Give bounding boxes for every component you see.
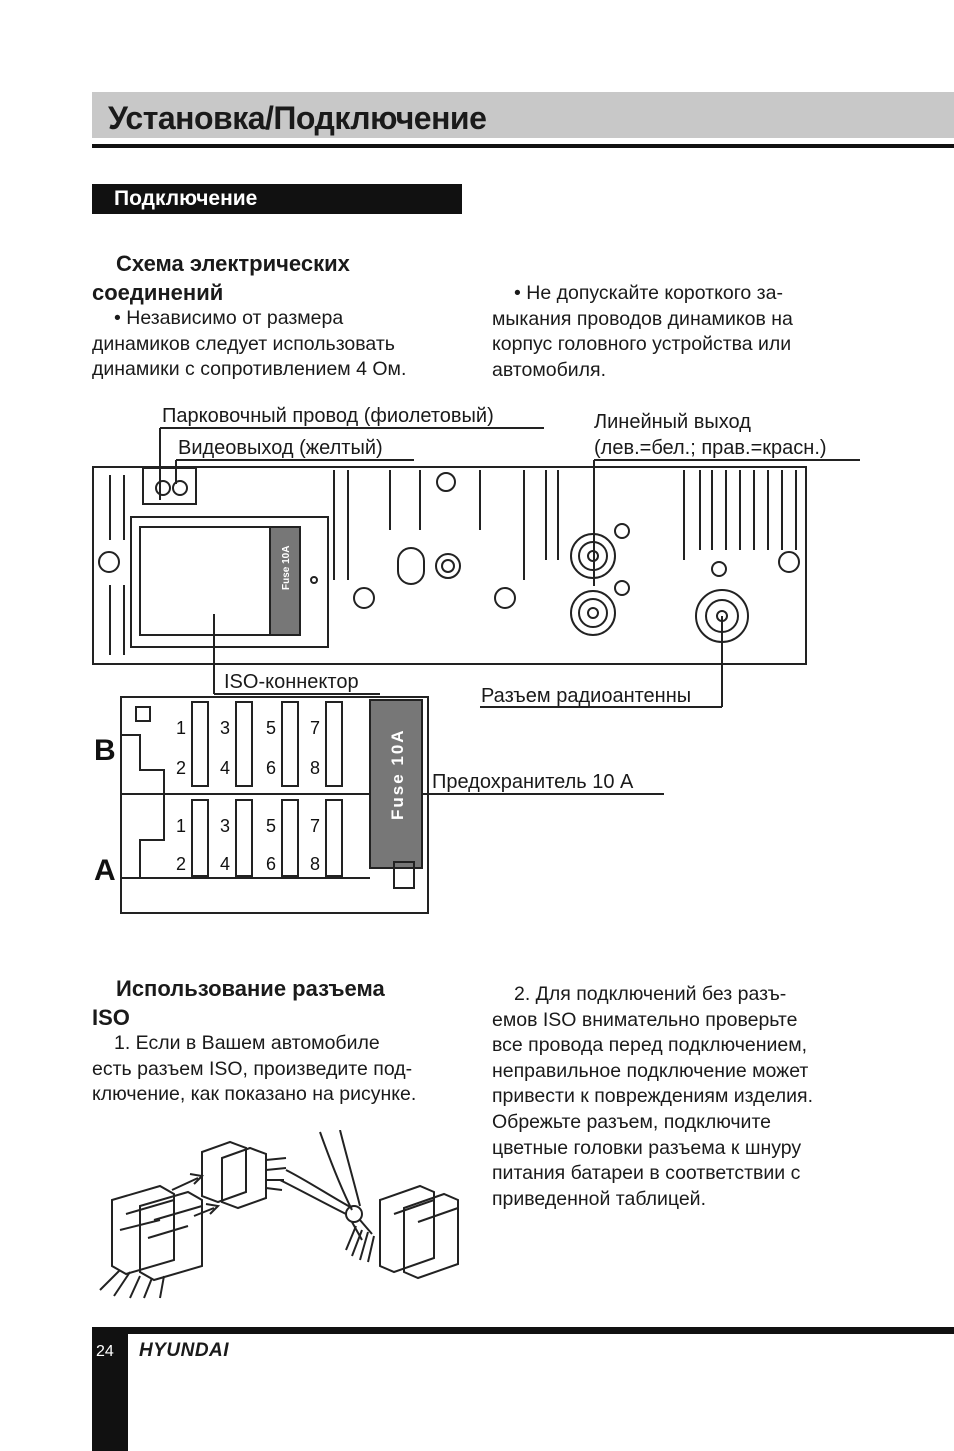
page-title: Установка/Подключение — [108, 100, 487, 136]
text-line: • Не допускайте короткого за- — [514, 282, 783, 304]
text-line: цветные головки разъема к шнуру — [492, 1136, 802, 1159]
footer-side-bar — [92, 1327, 128, 1451]
video-out-label: Видеовыход (желтый) — [178, 437, 383, 459]
text-line: все провода перед подключением, — [492, 1034, 808, 1057]
text-line: привести к повреждениям изделия. — [492, 1085, 813, 1108]
wiring-heading-line2: соединений — [92, 280, 224, 305]
page-number: 24 — [96, 1343, 114, 1360]
pin-b3: 3 — [220, 718, 230, 738]
pin-b4: 4 — [220, 758, 230, 778]
pin-b7: 7 — [310, 718, 320, 738]
antenna-label: Разъем радиоантенны — [481, 685, 692, 707]
wiring-diagram: Fuse 10A Fuse 10A B A 1 3 5 7 2 4 6 8 1 … — [92, 427, 860, 914]
text-line: есть разъем ISO, произведите под- — [92, 1057, 413, 1080]
header-rule — [92, 144, 954, 148]
text-line: емов ISO внимательно проверьте — [492, 1008, 798, 1031]
block-b-label: B — [94, 734, 116, 767]
iso-connector-label: ISO-коннектор — [224, 671, 359, 693]
wiring-right-paragraph: • Не допускайте короткого за- мыкания пр… — [492, 281, 892, 383]
pin-a2: 2 — [176, 854, 186, 874]
pin-b5: 5 — [266, 718, 276, 738]
text-line: динамики с сопротивлением 4 Ом. — [92, 358, 407, 381]
pin-b1: 1 — [176, 718, 186, 738]
line-out-label: Линейный выход — [594, 411, 751, 433]
wiring-heading-line1: Схема электрических — [116, 251, 350, 276]
pin-a6: 6 — [266, 854, 276, 874]
pin-b2: 2 — [176, 758, 186, 778]
fuse-text: Fuse 10A — [388, 728, 407, 820]
text-line: • Независимо от размера — [114, 307, 344, 329]
brand-logo: HYUNDAI — [139, 1340, 230, 1361]
pin-b8: 8 — [310, 758, 320, 778]
text-line: приведенной таблицей. — [492, 1187, 706, 1210]
text-line: ключение, как показано на рисунке. — [92, 1083, 417, 1106]
block-a-label: A — [94, 854, 116, 887]
iso-connection-illustration — [99, 1130, 459, 1299]
iso-right-paragraph: 2. Для подключений без разъ- емов ISO вн… — [492, 982, 892, 1212]
text-line: питания батареи в соответствии с — [492, 1162, 801, 1185]
pin-a1: 1 — [176, 816, 186, 836]
pin-b6: 6 — [266, 758, 276, 778]
text-line: 1. Если в Вашем автомобиле — [114, 1032, 380, 1054]
line-out-colors-label: (лев.=бел.; прав.=красн.) — [594, 437, 827, 459]
pin-a4: 4 — [220, 854, 230, 874]
iso-left-paragraph: 1. Если в Вашем автомобиле есть разъем I… — [92, 1031, 472, 1108]
text-line: корпус головного устройства или — [492, 333, 792, 356]
wiring-left-paragraph: • Независимо от размера динамиков следуе… — [92, 306, 472, 383]
text-line: неправильное подключение может — [492, 1059, 809, 1082]
text-line: 2. Для подключений без разъ- — [514, 983, 787, 1005]
parking-wire-label: Парковочный провод (фиолетовый) — [162, 405, 494, 427]
fuse-text-small: Fuse 10A — [281, 546, 292, 590]
pin-a5: 5 — [266, 816, 276, 836]
text-line: автомобиля. — [492, 358, 607, 381]
text-line: мыкания проводов динамиков на — [492, 307, 793, 330]
iso-heading-line1: Использование разъема — [116, 976, 385, 1001]
text-line: Обрежьте разъем, подключите — [492, 1110, 772, 1133]
text-line: динамиков следует использовать — [92, 332, 395, 355]
pin-a8: 8 — [310, 854, 320, 874]
pin-a3: 3 — [220, 816, 230, 836]
fuse-label: Предохранитель 10 А — [432, 771, 634, 793]
footer-bar — [92, 1327, 954, 1334]
section-tab: Подключение — [92, 184, 462, 214]
header-band — [92, 92, 954, 138]
section-title: Подключение — [114, 187, 258, 210]
pin-a7: 7 — [310, 816, 320, 836]
iso-heading-line2: ISO — [92, 1005, 130, 1030]
